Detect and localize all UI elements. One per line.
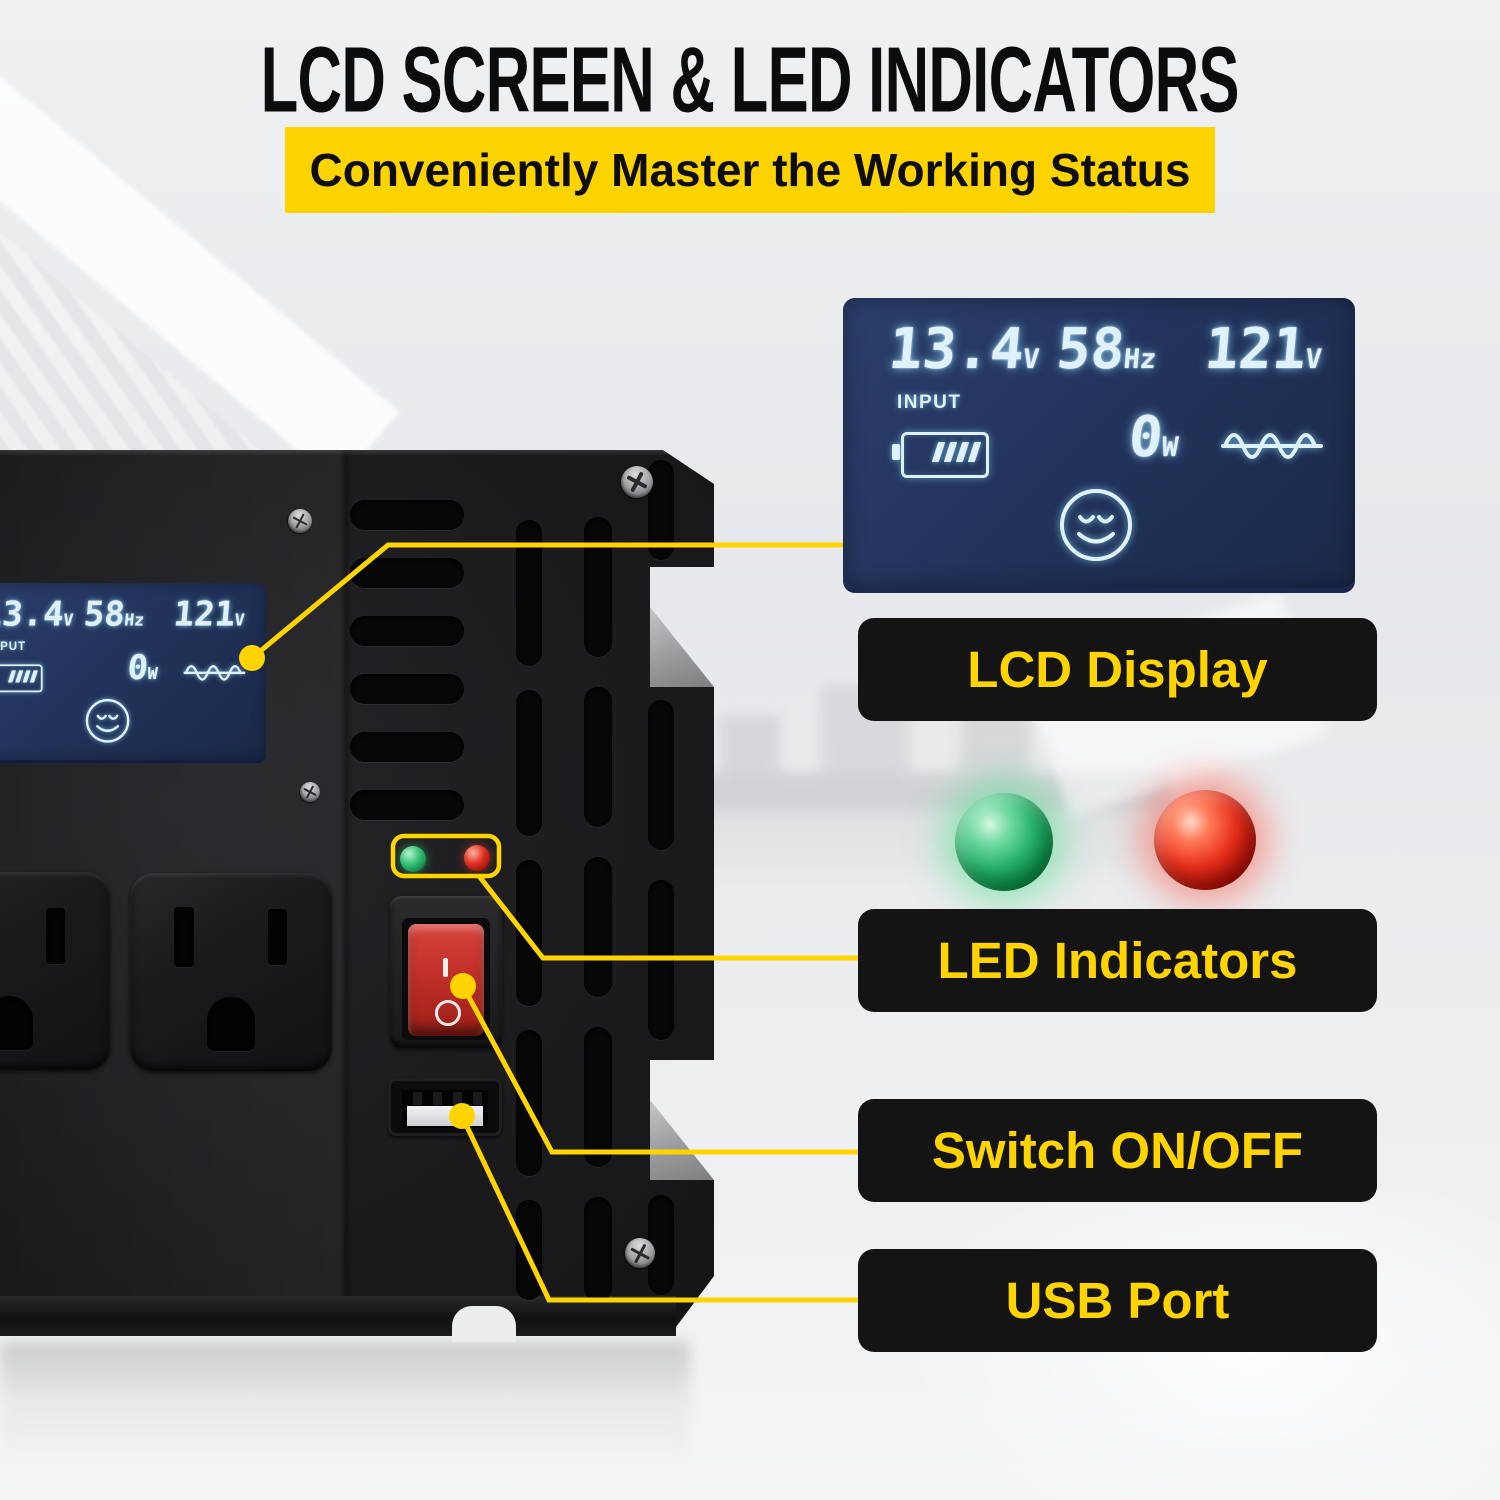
frequency-value: 58Hz bbox=[82, 594, 145, 634]
ac-outlet-1 bbox=[0, 872, 110, 1070]
vent-slot bbox=[350, 558, 464, 588]
lcd-screen-product: 13.4V 58Hz 121V INPUT 0W bbox=[0, 583, 266, 760]
input-label: INPUT bbox=[0, 640, 26, 653]
outlet-ground-hole bbox=[0, 996, 33, 1050]
vent-slot bbox=[350, 674, 464, 704]
vent-slot bbox=[516, 520, 542, 666]
battery-level-icon bbox=[892, 432, 989, 478]
outlet-ground-hole bbox=[207, 997, 255, 1051]
vent-slot bbox=[350, 500, 464, 530]
smiley-face-icon bbox=[85, 698, 130, 743]
input-voltage-value: 13.4V bbox=[886, 317, 1041, 382]
switch-on-mark bbox=[443, 958, 448, 977]
outlet-slot bbox=[268, 909, 287, 965]
lcd-screen-large: 13.4V 58Hz 121V INPUT 0W bbox=[843, 298, 1355, 588]
callout-label-lcd-display: LCD Display bbox=[858, 618, 1377, 721]
vent-slot bbox=[350, 732, 464, 762]
sine-wave-icon bbox=[183, 664, 246, 681]
vent-slot bbox=[648, 880, 674, 1040]
vent-slot bbox=[516, 860, 542, 1006]
outlet-slot bbox=[46, 908, 65, 964]
background-water bbox=[700, 810, 1170, 880]
subtitle-banner: Conveniently Master the Working Status bbox=[285, 127, 1215, 213]
output-voltage-value: 121V bbox=[172, 594, 246, 634]
mounting-flange-lower bbox=[650, 1100, 714, 1180]
red-led-orb bbox=[1154, 790, 1256, 890]
usb-pin bbox=[433, 1092, 442, 1105]
vent-slot bbox=[350, 616, 464, 646]
input-label: INPUT bbox=[897, 392, 962, 413]
usb-pin bbox=[453, 1092, 462, 1105]
frequency-value: 58Hz bbox=[1054, 317, 1158, 382]
vent-slot bbox=[516, 1200, 542, 1300]
vent-slot bbox=[584, 687, 612, 827]
battery-level-icon bbox=[0, 664, 43, 693]
green-led bbox=[400, 846, 426, 872]
sine-wave-icon bbox=[1221, 433, 1323, 459]
vent-slot bbox=[516, 690, 542, 836]
bottom-flange bbox=[0, 1296, 676, 1336]
callout-label-usb-port: USB Port bbox=[858, 1249, 1377, 1352]
outlet-slot bbox=[174, 907, 194, 967]
vent-slot bbox=[584, 1197, 612, 1302]
smiley-face-icon bbox=[1060, 489, 1132, 561]
power-value: 0W bbox=[125, 647, 159, 688]
vent-slot bbox=[584, 517, 612, 657]
callout-label-switch-on-off: Switch ON/OFF bbox=[858, 1099, 1377, 1202]
product-floor-reflection bbox=[0, 1342, 690, 1472]
vent-slot bbox=[516, 1030, 542, 1176]
power-value: 0W bbox=[1126, 405, 1180, 470]
usb-tongue bbox=[407, 1106, 483, 1126]
callout-label-led-indicators: LED Indicators bbox=[858, 909, 1377, 1012]
vent-slot bbox=[350, 790, 464, 820]
usb-pin bbox=[413, 1092, 422, 1105]
output-voltage-value: 121V bbox=[1202, 317, 1323, 382]
subtitle-text: Conveniently Master the Working Status bbox=[309, 144, 1191, 196]
ac-outlet-2 bbox=[130, 873, 332, 1071]
page-title: LCD SCREEN & LED INDICATORS bbox=[260, 27, 1240, 132]
vent-slot bbox=[584, 1027, 612, 1167]
green-led-orb bbox=[955, 793, 1053, 891]
switch-off-mark bbox=[435, 1000, 461, 1026]
red-led bbox=[464, 845, 490, 871]
vent-slot bbox=[648, 700, 674, 850]
mounting-notch bbox=[452, 1306, 516, 1342]
vent-slot bbox=[584, 857, 612, 997]
input-voltage-value: 13.4V bbox=[0, 594, 74, 634]
usb-pin bbox=[473, 1092, 482, 1105]
